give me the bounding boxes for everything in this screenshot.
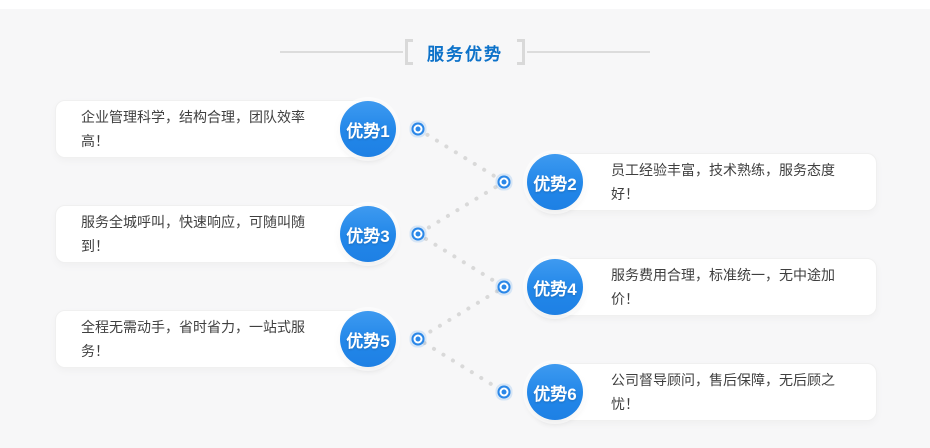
advantage-badge-label-6: 优势6 [533, 384, 577, 404]
advantage-text-1: 企业管理科学，结构合理，团队效率高！ [81, 109, 305, 149]
advantage-badge-label-4: 优势4 [533, 279, 577, 299]
advantage-text-3: 服务全城呼叫，快速响应，可随叫随到！ [81, 214, 305, 254]
bullet-dot-icon-3 [415, 231, 421, 237]
top-white-strip [0, 0, 930, 9]
advantage-card-1: 企业管理科学，结构合理，团队效率高！ [55, 100, 385, 158]
advantage-badge-3: 优势3 [340, 206, 396, 262]
advantage-badge-label-3: 优势3 [346, 226, 390, 246]
section-title: 服务优势 [427, 44, 503, 64]
bullet-dot-icon-1 [415, 126, 421, 132]
advantage-card-6: 公司督导顾问，售后保障，无后顾之忧！ [538, 363, 877, 421]
advantage-card-4: 服务费用合理，标准统一，无中途加价！ [538, 258, 877, 316]
advantage-badge-2: 优势2 [527, 154, 583, 210]
left-bracket-icon [405, 39, 413, 65]
divider-line-right [527, 51, 650, 53]
bullet-dot-icon-4 [501, 284, 507, 290]
advantage-text-6: 公司督导顾问，售后保障，无后顾之忧！ [611, 372, 835, 412]
advantage-text-4: 服务费用合理，标准统一，无中途加价！ [611, 267, 835, 307]
bullet-dot-icon-6 [501, 389, 507, 395]
divider-line-left [280, 51, 403, 53]
advantage-badge-1: 优势1 [340, 101, 396, 157]
advantage-badge-label-1: 优势1 [346, 121, 390, 141]
advantage-card-3: 服务全城呼叫，快速响应，可随叫随到！ [55, 205, 385, 263]
advantage-badge-5: 优势5 [340, 311, 396, 367]
advantage-text-5: 全程无需动手，省时省力，一站式服务！ [81, 319, 305, 359]
advantage-badge-label-5: 优势5 [346, 331, 390, 351]
bullet-dot-icon-2 [501, 179, 507, 185]
advantage-text-2: 员工经验丰富，技术熟练，服务态度好！ [611, 162, 835, 202]
advantage-card-2: 员工经验丰富，技术熟练，服务态度好！ [538, 153, 877, 211]
advantage-badge-6: 优势6 [527, 364, 583, 420]
advantage-card-5: 全程无需动手，省时省力，一站式服务！ [55, 310, 385, 368]
advantage-badge-label-2: 优势2 [533, 174, 577, 194]
section-header: 服务优势 [0, 38, 930, 66]
advantage-badge-4: 优势4 [527, 259, 583, 315]
right-bracket-icon [517, 39, 525, 65]
bullet-dot-icon-5 [415, 336, 421, 342]
